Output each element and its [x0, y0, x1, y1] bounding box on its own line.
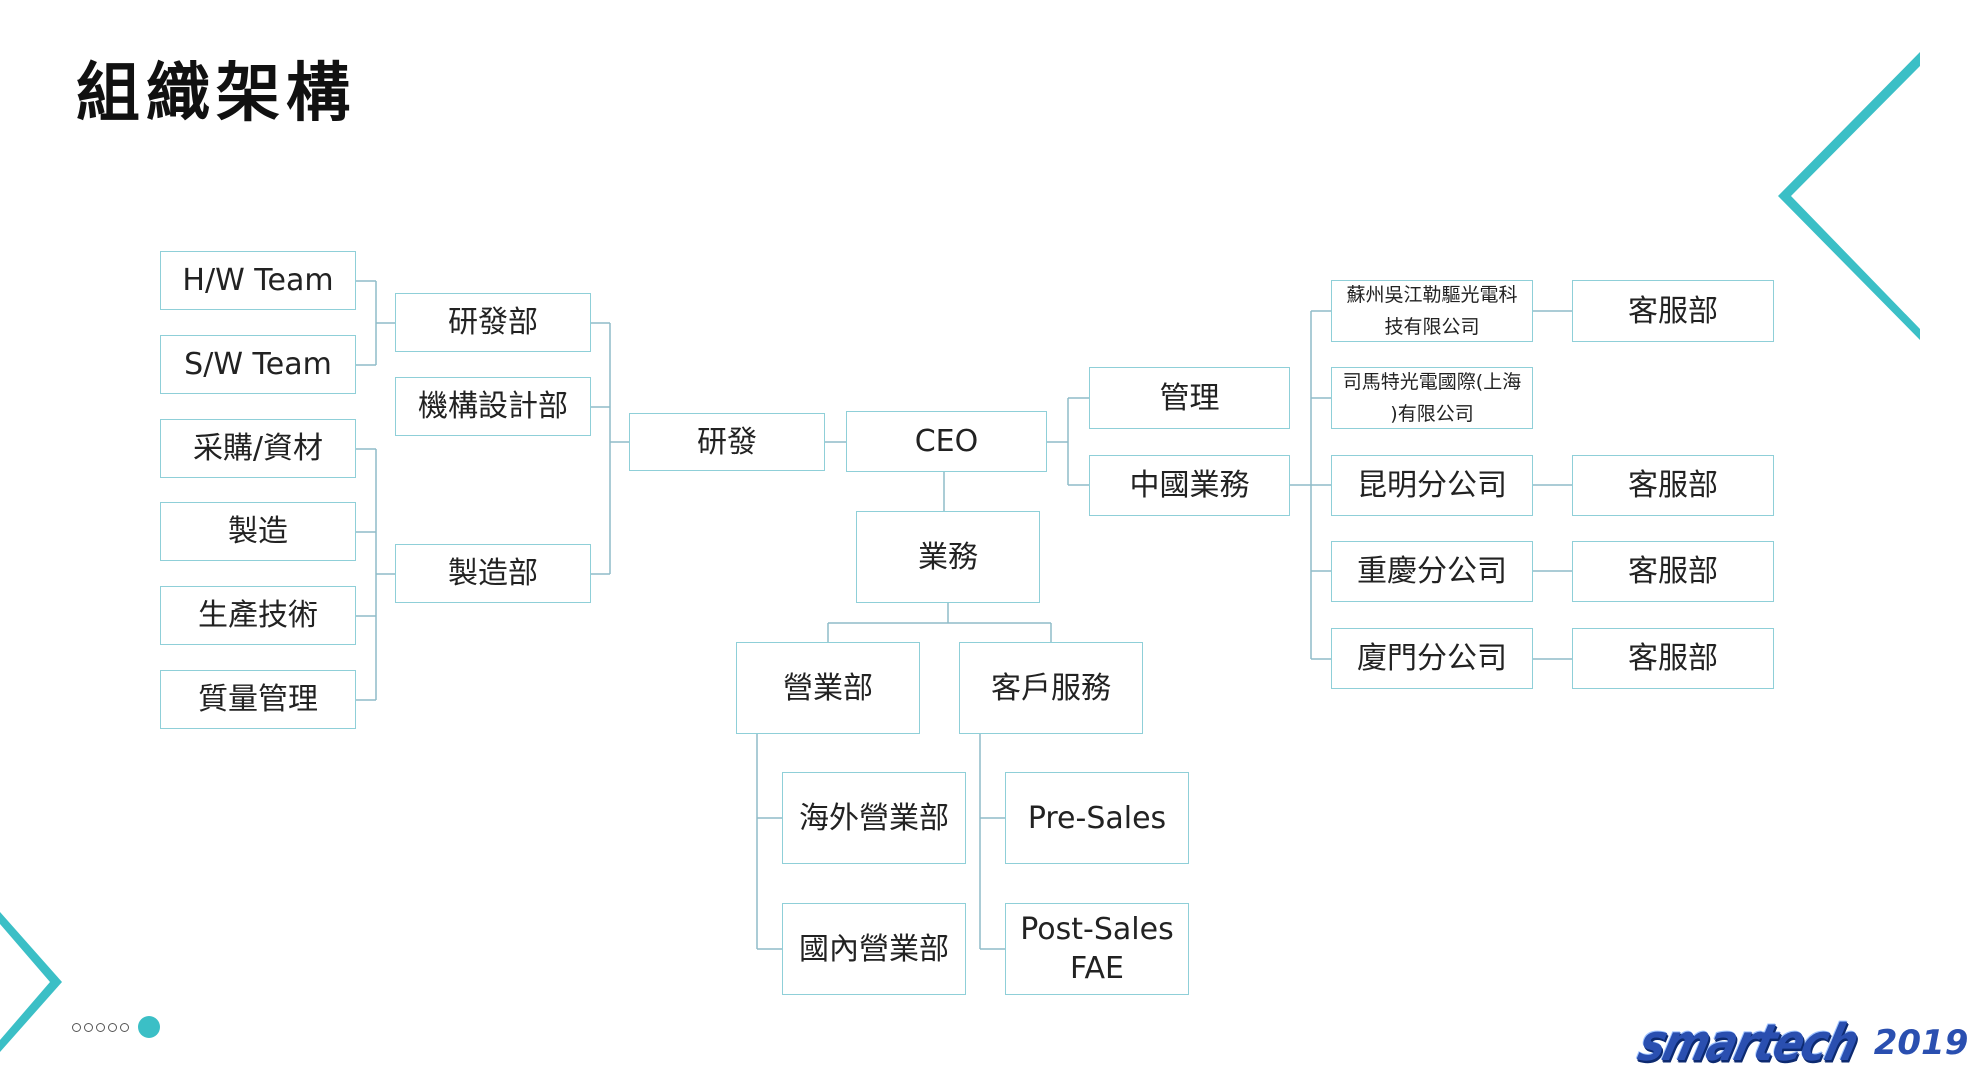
org-box-cs-suzhou: 客服部 — [1572, 280, 1774, 342]
pagination-dot — [84, 1022, 93, 1032]
page-title: 組織架構 — [76, 57, 356, 131]
org-box-production-tech: 生產技術 — [160, 586, 356, 645]
company-logo: smartech 2019 — [1633, 1014, 1968, 1073]
org-box-china-business: 中國業務 — [1089, 455, 1290, 516]
corner-decoration-bottom-left — [0, 912, 62, 1052]
org-box-rd-dept: 研發部 — [395, 293, 591, 352]
org-box-customer-service: 客戶服務 — [959, 642, 1143, 734]
org-box-cs-xiamen: 客服部 — [1572, 628, 1774, 689]
org-box-mfg-dept: 製造部 — [395, 544, 591, 603]
org-box-procurement: 采購/資材 — [160, 419, 356, 478]
org-box-domestic-sales: 國內營業部 — [782, 903, 966, 995]
org-box-sales-dept: 營業部 — [736, 642, 920, 734]
org-box-cs-kunming: 客服部 — [1572, 455, 1774, 516]
pagination-dots — [72, 1016, 163, 1038]
logo-wordmark: smartech — [1632, 1013, 1864, 1073]
org-box-overseas-sales: 海外營業部 — [782, 772, 966, 864]
org-box-sales: 業務 — [856, 511, 1040, 603]
pagination-dot-active — [138, 1016, 160, 1038]
org-box-kunming-branch: 昆明分公司 — [1331, 455, 1533, 516]
org-box-sw-team: S/W Team — [160, 335, 356, 394]
org-box-chongqing-branch: 重慶分公司 — [1331, 541, 1533, 602]
pagination-dot — [108, 1022, 117, 1032]
org-chart-connectors — [0, 52, 1920, 1052]
org-box-suzhou-company: 蘇州吳江勒驅光電科 技有限公司 — [1331, 280, 1533, 342]
org-box-management: 管理 — [1089, 367, 1290, 429]
corner-decoration-top-right — [1778, 52, 1920, 340]
org-box-ceo: CEO — [846, 411, 1047, 472]
org-box-cs-chongqing: 客服部 — [1572, 541, 1774, 602]
org-box-post-sales-fae: Post-Sales FAE — [1005, 903, 1189, 995]
pagination-dot — [96, 1022, 105, 1032]
org-box-xiamen-branch: 廈門分公司 — [1331, 628, 1533, 689]
org-box-manufacturing: 製造 — [160, 502, 356, 561]
org-box-pre-sales: Pre-Sales — [1005, 772, 1189, 864]
org-box-quality-mgmt: 質量管理 — [160, 670, 356, 729]
logo-year: 2019 — [1873, 1023, 1968, 1063]
org-box-rd: 研發 — [629, 413, 825, 471]
org-box-mech-design-dept: 機構設計部 — [395, 377, 591, 436]
pagination-dot — [72, 1022, 81, 1032]
org-box-hw-team: H/W Team — [160, 251, 356, 310]
pagination-dot — [120, 1022, 129, 1032]
org-box-shanghai-company: 司馬特光電國際(上海 )有限公司 — [1331, 367, 1533, 429]
